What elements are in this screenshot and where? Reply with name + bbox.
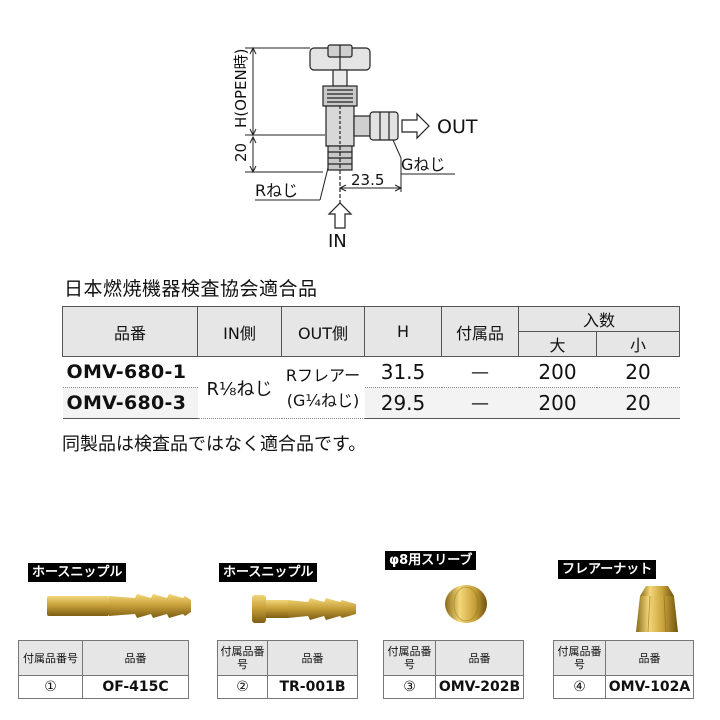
table-row: OMV-680-1 R⅛ねじ Rフレアー (G¼ねじ) 31.5 — 200 2… bbox=[62, 356, 680, 419]
accessory-table-2: 付属品番号 品番 ② TR-001B bbox=[217, 640, 358, 699]
row-model: OMV-680-3 bbox=[62, 387, 198, 419]
spec-table: 品番 IN側 OUT側 H 付属品 入数 大 小 OMV-680-1 R⅛ねじ … bbox=[62, 306, 681, 419]
acc-no: ② bbox=[217, 675, 268, 699]
header-qty-large: 大 bbox=[518, 331, 597, 357]
acc-header-no: 付属品番号 bbox=[217, 640, 268, 676]
brass-sleeve-icon bbox=[445, 585, 487, 623]
valve-dimension-diagram: H(OPEN時) 20 bbox=[232, 44, 478, 252]
accessory-label-4: フレアーナット bbox=[558, 560, 657, 579]
acc-header-no: 付属品番号 bbox=[553, 640, 606, 676]
header-h: H bbox=[364, 306, 442, 357]
table-row: ③ OMV-202B bbox=[383, 675, 524, 699]
accessory-table-1: 付属品番号 品番 ① OF-415C bbox=[18, 640, 189, 699]
dim-20-label: 20 bbox=[232, 143, 250, 162]
acc-no: ④ bbox=[553, 675, 606, 699]
accessory-table-4: 付属品番号 品番 ④ OMV-102A bbox=[553, 640, 694, 699]
acc-model: OF-415C bbox=[82, 675, 189, 699]
acc-no: ③ bbox=[383, 675, 436, 699]
row-h: 29.5 bbox=[364, 387, 442, 419]
acc-header-model: 品番 bbox=[267, 640, 358, 676]
out-arrow-icon bbox=[401, 112, 430, 140]
header-qty-small: 小 bbox=[595, 331, 681, 357]
accessory-label-2: ホースニップル bbox=[219, 563, 318, 582]
dim-h-label: H(OPEN時) bbox=[232, 48, 250, 128]
header-out-side: OUT側 bbox=[281, 306, 365, 357]
row-model: OMV-680-1 bbox=[62, 356, 198, 388]
table-row: OMV-680-3 29.5 — 200 20 bbox=[62, 387, 680, 419]
r-thread-label: Rねじ bbox=[255, 181, 298, 200]
r-thread-leader bbox=[255, 167, 329, 201]
table-row: ④ OMV-102A bbox=[553, 675, 694, 699]
out-label: OUT bbox=[437, 116, 478, 138]
header-accessory: 付属品 bbox=[441, 306, 519, 357]
acc-header-no: 付属品番号 bbox=[383, 640, 436, 676]
in-arrow-icon bbox=[327, 202, 353, 229]
row-accessory: — bbox=[441, 387, 519, 419]
header-model: 品番 bbox=[62, 306, 198, 357]
out-side-value: Rフレアー (G¼ねじ) bbox=[281, 356, 365, 419]
row-qty-large: 200 bbox=[518, 356, 597, 388]
acc-model: OMV-202B bbox=[435, 675, 524, 699]
acc-header-model: 品番 bbox=[435, 640, 524, 676]
g-thread-label: Gねじ bbox=[401, 155, 445, 174]
brass-hose-nipple-icon bbox=[47, 594, 191, 618]
out-side-line1: Rフレアー bbox=[285, 365, 361, 385]
accessory-label-3: φ8用スリーブ bbox=[385, 551, 477, 570]
spec-note: 同製品は検査品ではなく適合品です。 bbox=[62, 434, 367, 455]
dim-23-5-lines bbox=[338, 174, 403, 192]
accessory-label-1: ホースニップル bbox=[28, 563, 127, 582]
h-dimension bbox=[245, 46, 325, 137]
brass-flare-nut-icon bbox=[636, 586, 678, 633]
header-in-side: IN側 bbox=[197, 306, 282, 357]
dim-20-lines bbox=[245, 135, 323, 174]
out-side-line2: (G¼ねじ) bbox=[286, 390, 360, 410]
acc-header-no: 付属品番号 bbox=[18, 640, 83, 676]
accessory-table-3: 付属品番号 品番 ③ OMV-202B bbox=[383, 640, 524, 699]
in-side-value: R⅛ねじ bbox=[197, 356, 282, 419]
acc-model: TR-001B bbox=[267, 675, 358, 699]
row-qty-small: 20 bbox=[596, 387, 680, 419]
g-thread-leader bbox=[392, 139, 455, 175]
header-qty: 入数 bbox=[517, 306, 681, 332]
dim-23-5-label: 23.5 bbox=[351, 171, 384, 189]
valve-body bbox=[309, 44, 399, 215]
acc-header-model: 品番 bbox=[605, 640, 694, 676]
spec-title: 日本燃焼機器検査協会適合品 bbox=[64, 278, 318, 300]
row-qty-large: 200 bbox=[518, 387, 597, 419]
row-qty-small: 20 bbox=[596, 356, 680, 388]
table-row: ① OF-415C bbox=[18, 675, 189, 699]
brass-hose-nipple-short-icon bbox=[252, 595, 356, 623]
table-row: ② TR-001B bbox=[217, 675, 358, 699]
in-label: IN bbox=[328, 231, 347, 252]
row-h: 31.5 bbox=[364, 356, 442, 388]
row-accessory: — bbox=[441, 356, 519, 388]
acc-header-model: 品番 bbox=[82, 640, 189, 676]
acc-model: OMV-102A bbox=[605, 675, 694, 699]
acc-no: ① bbox=[18, 675, 83, 699]
